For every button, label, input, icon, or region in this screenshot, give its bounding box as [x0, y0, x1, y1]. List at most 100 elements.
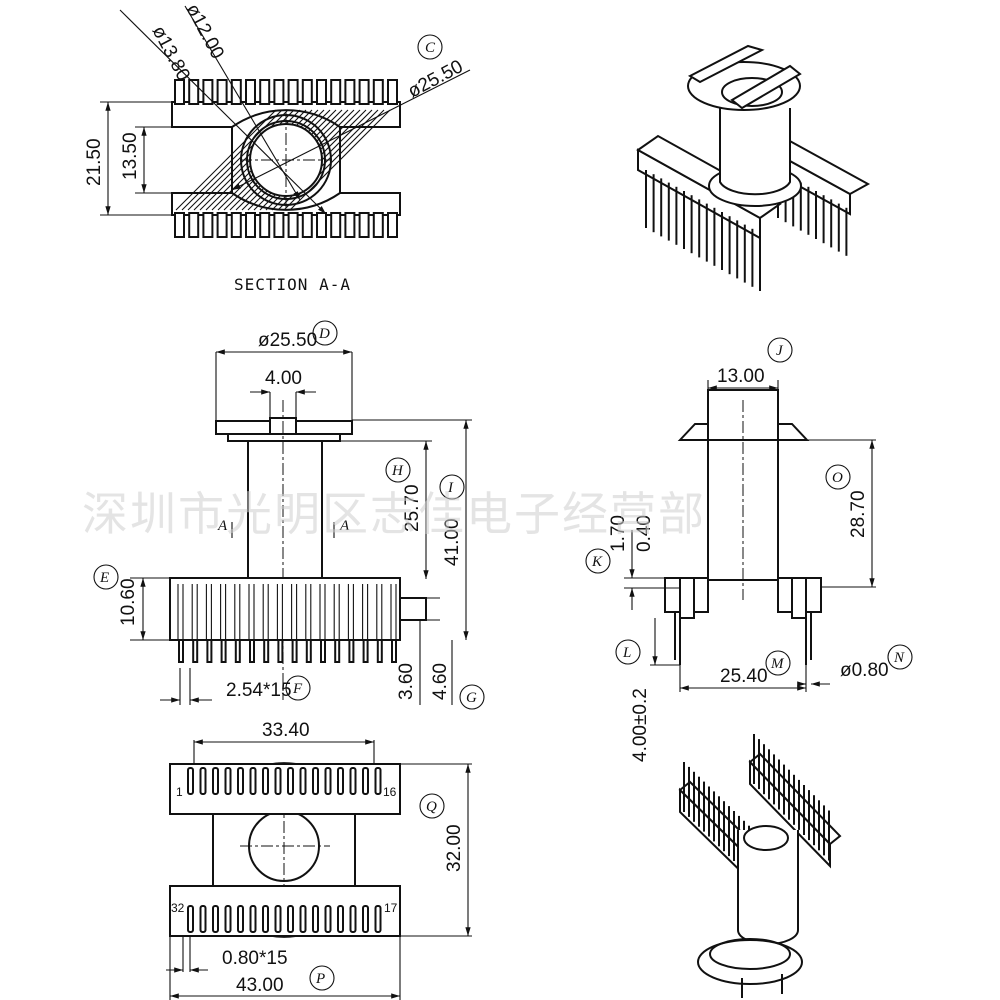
comb-tooth	[330, 212, 342, 238]
comb-tooth	[301, 79, 313, 105]
pin-slot	[362, 767, 369, 795]
comb-tooth	[387, 212, 398, 238]
pin-slot	[199, 905, 207, 933]
comb-tooth	[188, 79, 200, 105]
comb-tooth	[372, 79, 384, 105]
pin-slot	[262, 767, 269, 795]
comb-tooth	[316, 79, 327, 105]
pin	[391, 639, 397, 663]
comb-tooth	[387, 79, 398, 105]
front-base	[169, 577, 401, 641]
section-view: ø13.80 ø12.00 ø25.50 C 21.50 13.50 SECTI…	[84, 0, 471, 294]
front-comb-slots	[177, 584, 397, 640]
pin-slot	[187, 767, 194, 795]
pin-slot	[274, 767, 282, 795]
comb-tooth	[188, 212, 200, 238]
pin-slot	[337, 767, 344, 795]
dim-front-h-bobbin: 25.70	[402, 484, 423, 532]
dim-section-d-outer: ø13.80	[148, 22, 194, 84]
svg-text:1: 1	[176, 785, 183, 799]
dim-front-pin-len: 3.60	[396, 663, 417, 700]
ref-p: P	[315, 971, 325, 987]
pin	[178, 639, 184, 663]
svg-text:32: 32	[171, 901, 185, 915]
ref-c: C	[425, 40, 436, 56]
dim-front-d-top: ø25.50	[258, 330, 317, 351]
pin	[206, 639, 213, 663]
pin	[249, 639, 255, 663]
pin-slot	[299, 905, 307, 933]
pin	[291, 639, 298, 663]
pin-slot	[224, 767, 232, 795]
pin-slot	[187, 905, 194, 933]
ref-j: J	[776, 343, 784, 359]
pin	[376, 639, 383, 663]
comb-tooth	[259, 79, 271, 105]
comb-tooth	[358, 212, 370, 238]
front-view: A A ø25.50 D 4.00 25.70 H 41.00 I 10.60 …	[93, 320, 485, 710]
comb-tooth	[273, 212, 285, 238]
pin	[362, 639, 369, 663]
pin-slot	[312, 767, 319, 795]
pin	[334, 639, 341, 663]
comb-tooth	[216, 79, 228, 105]
comb-tooth	[245, 79, 256, 105]
comb-tooth	[287, 212, 299, 238]
ref-g: G	[466, 690, 477, 706]
dim-side-pin-d: ø0.80	[840, 660, 889, 681]
side-view: 13.00 J 28.70 O 1.70 0.40 K 4.00±0.2 L 2…	[585, 337, 913, 762]
ref-q: Q	[426, 799, 437, 815]
comb-tooth	[245, 212, 256, 238]
dim-bottom-depth: 32.00	[444, 824, 465, 872]
pin-slot	[312, 905, 319, 933]
comb-tooth	[202, 212, 214, 238]
dim-side-flange-t: 0.40	[634, 515, 655, 552]
pin	[320, 639, 326, 663]
dim-side-standoff: 4.00±0.2	[630, 688, 651, 762]
bottom-view: 1 16 32 17 33.40 32.00 Q 0.80*15 43.00 P	[166, 720, 472, 1000]
dim-bottom-pitch: 0.80*15	[222, 948, 288, 969]
dim-front-h-total: 41.00	[442, 518, 463, 566]
section-mark-left: A	[217, 518, 228, 534]
comb-tooth	[216, 212, 228, 238]
comb-tooth	[259, 212, 271, 238]
pin-slot	[262, 905, 269, 933]
front-bobbin-tube	[247, 440, 323, 580]
comb-tooth	[330, 79, 342, 105]
pin-slot	[299, 767, 307, 795]
pin	[277, 639, 284, 663]
pin-slot	[324, 767, 332, 795]
ref-f: F	[292, 681, 303, 697]
section-mark-right: A	[339, 518, 350, 534]
pin-slot	[374, 905, 382, 933]
comb-tooth	[316, 212, 327, 238]
svg-text:17: 17	[384, 901, 398, 915]
ref-l: L	[622, 645, 631, 661]
pin-slot	[374, 767, 382, 795]
pin-slot	[249, 767, 257, 795]
watermark: 深圳市光明区志佳电子经营部	[82, 487, 706, 541]
bottom-top-row	[169, 763, 401, 815]
comb-tooth	[372, 212, 384, 238]
comb-tooth	[174, 79, 185, 105]
pin-slot	[224, 905, 232, 933]
front-pins	[178, 639, 397, 663]
comb-tooth	[287, 79, 299, 105]
ref-n: N	[893, 650, 905, 666]
ref-d: D	[318, 326, 330, 342]
pin-slot	[237, 767, 244, 795]
iso-view-top	[636, 44, 871, 291]
dim-bottom-width: 43.00	[236, 975, 284, 996]
comb-tooth	[301, 212, 313, 238]
pin-slot	[249, 905, 257, 933]
dim-front-slot: 4.00	[265, 368, 302, 389]
pin-slot	[324, 905, 332, 933]
pin-slot	[349, 767, 357, 795]
pin	[348, 639, 355, 663]
pin-slot	[199, 767, 207, 795]
pin-slot	[212, 905, 219, 933]
dim-section-height-inner: 13.50	[120, 132, 141, 180]
dim-section-height-total: 21.50	[84, 138, 105, 186]
dim-side-span: 25.40	[720, 666, 768, 687]
